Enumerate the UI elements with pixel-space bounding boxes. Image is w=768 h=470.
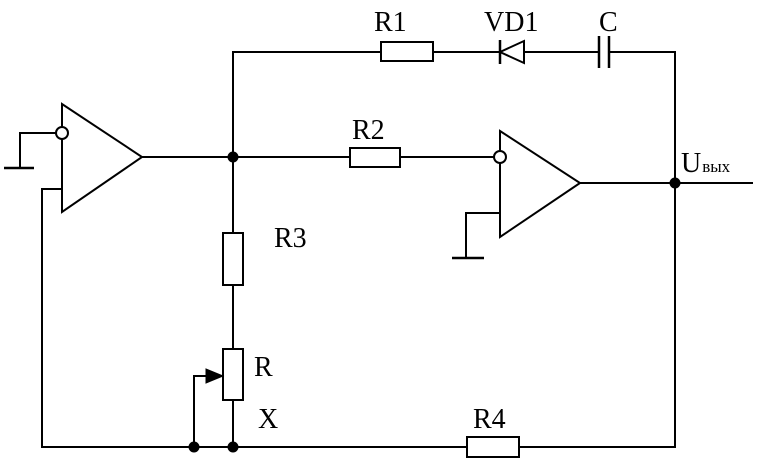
opamp-2-body bbox=[499, 129, 582, 239]
wire-c-right bbox=[609, 51, 676, 448]
label-output-u: U bbox=[681, 148, 701, 179]
label-r1: R1 bbox=[374, 7, 407, 38]
opamp-2 bbox=[493, 129, 582, 239]
diode-vd1-triangle bbox=[497, 39, 525, 65]
opamp-1-inverting-bubble bbox=[55, 126, 69, 140]
label-r4: R4 bbox=[473, 404, 506, 435]
potentiometer-wiper-arrow bbox=[205, 368, 225, 384]
resistor-r4 bbox=[466, 436, 520, 458]
label-output-sub: вых bbox=[702, 157, 730, 176]
wire-bottom-left bbox=[41, 188, 468, 448]
resistor-r1 bbox=[380, 41, 434, 62]
junction-output bbox=[669, 177, 681, 189]
junction-node-main bbox=[227, 151, 239, 163]
wire-opamp2-ground bbox=[465, 212, 501, 259]
wire-top-left bbox=[232, 51, 382, 158]
opamp-1-body bbox=[61, 102, 144, 214]
label-c: C bbox=[599, 7, 618, 38]
diode-vd1 bbox=[497, 39, 525, 65]
resistor-r3 bbox=[222, 232, 244, 286]
label-r3: R3 bbox=[274, 223, 307, 254]
junction-bottom-wiper bbox=[188, 441, 200, 453]
wire-opamp1-ground bbox=[19, 132, 57, 169]
label-x: X bbox=[258, 404, 278, 435]
wire-pot-wiper bbox=[193, 375, 211, 448]
label-output-voltage: Uвых bbox=[681, 148, 731, 179]
wires bbox=[19, 51, 753, 448]
potentiometer-r bbox=[222, 348, 244, 401]
label-r: R bbox=[254, 352, 273, 383]
opamp-1 bbox=[55, 102, 144, 214]
junction-bottom-x bbox=[227, 441, 239, 453]
label-vd1: VD1 bbox=[484, 7, 538, 38]
opamp-2-inverting-bubble bbox=[493, 150, 507, 164]
resistor-r2 bbox=[349, 147, 401, 168]
label-r2: R2 bbox=[352, 115, 385, 146]
capacitor-c bbox=[597, 36, 611, 68]
